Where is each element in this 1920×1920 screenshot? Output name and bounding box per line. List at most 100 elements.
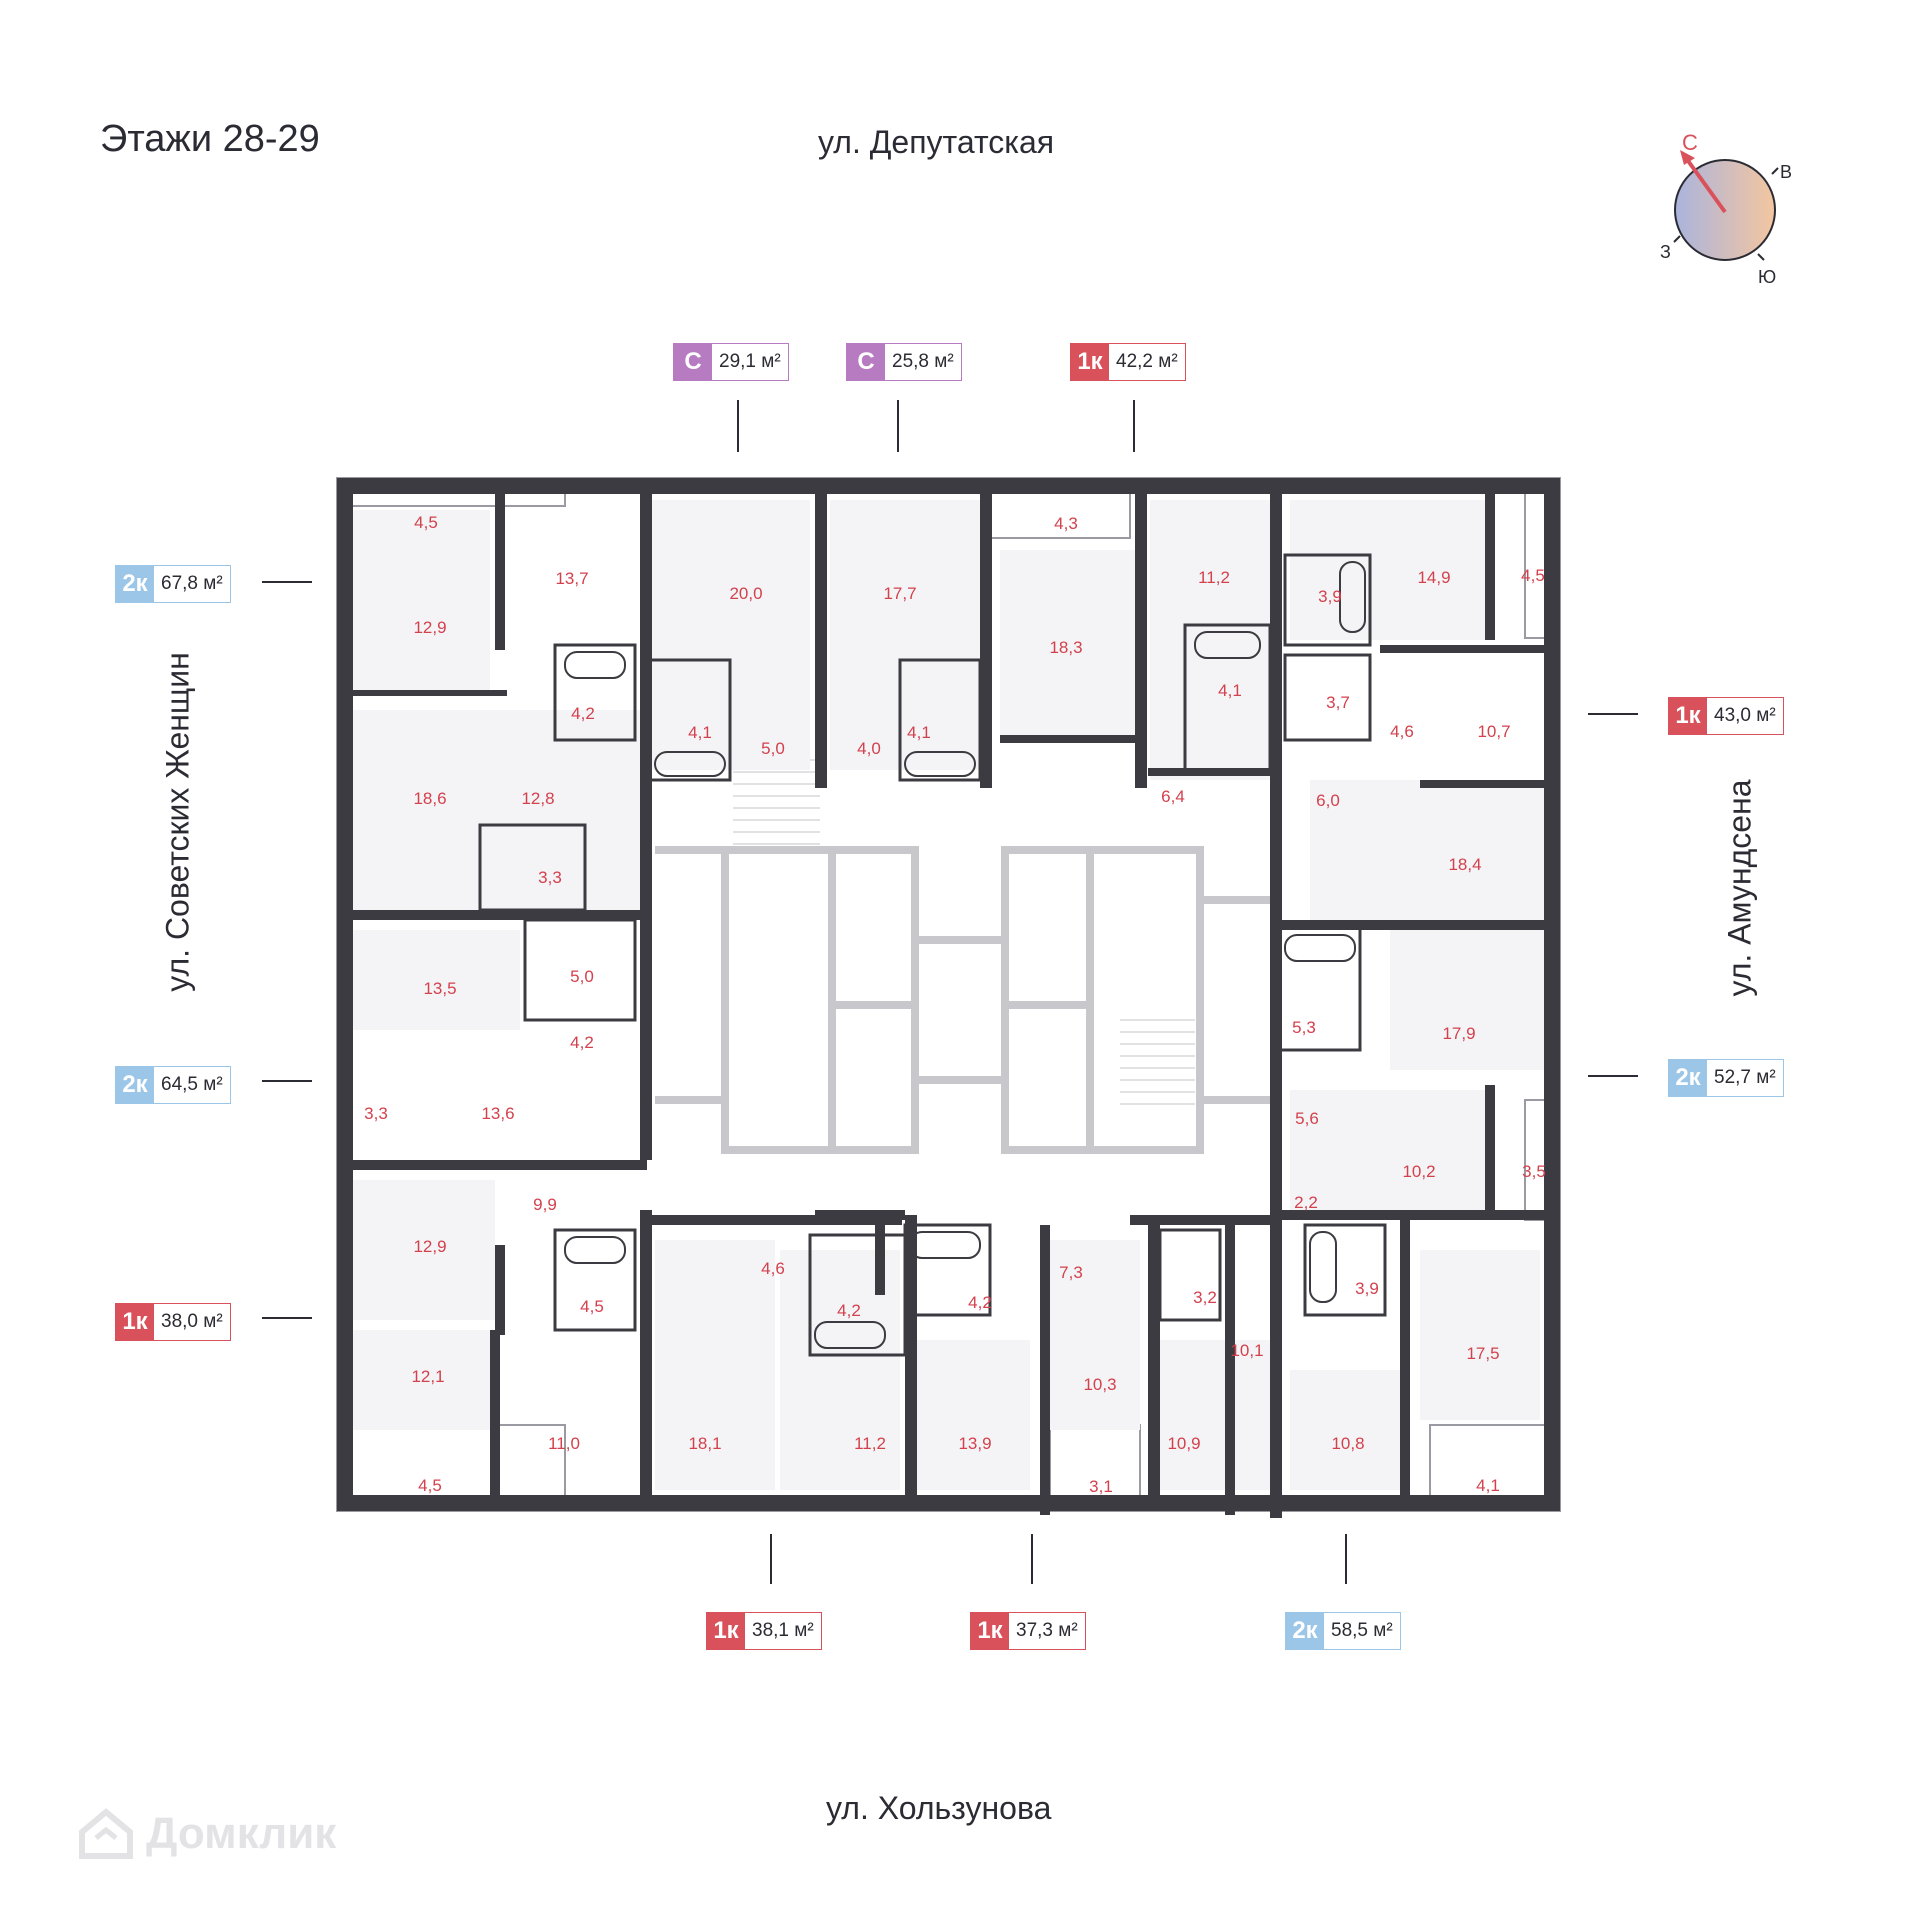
apartment-badge[interactable]: 1к 38,0 м² bbox=[115, 1303, 231, 1341]
compass-icon bbox=[1673, 150, 1779, 261]
compass-east: В bbox=[1780, 162, 1792, 182]
room-area-label: 13,9 bbox=[958, 1434, 991, 1453]
room-area-label: 3,3 bbox=[538, 868, 562, 887]
room-area-label: 17,9 bbox=[1442, 1024, 1475, 1043]
room-area-label: 4,5 bbox=[418, 1476, 442, 1495]
room-area-label: 13,6 bbox=[481, 1104, 514, 1123]
badge-leader-lines bbox=[262, 400, 1638, 1584]
room-area-label: 5,0 bbox=[570, 967, 594, 986]
apartment-type: С bbox=[674, 344, 712, 380]
apartment-area: 52,7 м² bbox=[1714, 1067, 1776, 1088]
room-area-label: 13,5 bbox=[423, 979, 456, 998]
room-area-label: 4,5 bbox=[580, 1297, 604, 1316]
home-icon bbox=[79, 1808, 133, 1859]
apartment-badge[interactable]: 1к 42,2 м² bbox=[1070, 343, 1186, 381]
room-area-label: 18,4 bbox=[1448, 855, 1481, 874]
room-area-label: 5,6 bbox=[1295, 1109, 1319, 1128]
apartment-area: 38,0 м² bbox=[161, 1311, 223, 1332]
room-area-label: 17,5 bbox=[1466, 1344, 1499, 1363]
room-area-label: 4,0 bbox=[857, 739, 881, 758]
room-area-label: 4,5 bbox=[414, 513, 438, 532]
room-area-label: 11,0 bbox=[548, 1434, 580, 1453]
room-area-label: 3,9 bbox=[1318, 587, 1342, 606]
apartment-type: 2к bbox=[116, 566, 154, 602]
bathtubs bbox=[564, 561, 1366, 1349]
room-area-label: 6,0 bbox=[1316, 791, 1340, 810]
room-area-label: 6,4 bbox=[1161, 787, 1185, 806]
apartment-area: 42,2 м² bbox=[1116, 351, 1178, 372]
apartment-area: 38,1 м² bbox=[752, 1620, 814, 1641]
apartment-type: 1к bbox=[116, 1304, 154, 1340]
room-area-label: 4,2 bbox=[571, 704, 595, 723]
room-area-label: 12,9 bbox=[413, 1237, 446, 1256]
room-area-label: 14,9 bbox=[1417, 568, 1450, 587]
room-area-label: 18,6 bbox=[413, 789, 446, 808]
building-core bbox=[655, 846, 1270, 1154]
room-area-label: 4,6 bbox=[761, 1259, 785, 1278]
watermark: Домклик bbox=[78, 1808, 336, 1860]
room-area-label: 18,1 bbox=[688, 1434, 721, 1453]
room-area-label: 3,3 bbox=[364, 1104, 388, 1123]
apartment-area: 29,1 м² bbox=[719, 351, 781, 372]
room-area-label: 3,1 bbox=[1089, 1477, 1113, 1496]
room-area-label: 4,2 bbox=[570, 1033, 594, 1052]
room-area-label: 11,2 bbox=[854, 1434, 886, 1453]
apartment-area: 58,5 м² bbox=[1331, 1620, 1393, 1641]
street-top-label: ул. Депутатская bbox=[818, 124, 1055, 160]
room-area-label: 4,1 bbox=[1476, 1476, 1500, 1495]
apartment-type: С bbox=[847, 344, 885, 380]
apartment-type: 1к bbox=[1071, 344, 1109, 380]
apartment-area: 64,5 м² bbox=[161, 1074, 223, 1095]
walls bbox=[337, 478, 1560, 1518]
watermark-text: Домклик bbox=[146, 1809, 337, 1858]
room-area-label: 4,1 bbox=[1218, 681, 1242, 700]
room-area-label: 4,2 bbox=[968, 1293, 992, 1312]
room-area-label: 9,9 bbox=[533, 1195, 557, 1214]
apartment-type: 1к bbox=[971, 1613, 1009, 1649]
room-area-label: 4,1 bbox=[907, 723, 931, 742]
apartment-type: 2к bbox=[1669, 1060, 1707, 1096]
apartment-area: 67,8 м² bbox=[161, 573, 223, 594]
room-area-label: 12,9 bbox=[413, 618, 446, 637]
room-area-label: 7,3 bbox=[1059, 1263, 1083, 1282]
apartment-type: 1к bbox=[1669, 698, 1707, 734]
room-area-label: 10,1 bbox=[1230, 1341, 1263, 1360]
room-area-label: 3,7 bbox=[1326, 693, 1350, 712]
room-area-label: 2,2 bbox=[1294, 1193, 1318, 1212]
room-area-label: 11,2 bbox=[1198, 568, 1230, 587]
floor-title: Этажи 28-29 bbox=[100, 118, 320, 160]
bathrooms bbox=[478, 553, 1387, 1357]
room-area-label: 4,5 bbox=[1521, 566, 1545, 585]
compass-west: З bbox=[1660, 242, 1671, 262]
room-area-label: 3,5 bbox=[1522, 1162, 1546, 1181]
room-area-label: 12,1 bbox=[411, 1367, 444, 1386]
room-area-label: 3,2 bbox=[1193, 1288, 1217, 1307]
room-area-label: 4,1 bbox=[688, 723, 712, 742]
apartment-badge[interactable]: 1к 37,3 м² bbox=[970, 1612, 1086, 1650]
stairs bbox=[733, 759, 1195, 1105]
room-area-label: 10,9 bbox=[1167, 1434, 1200, 1453]
apartment-badge[interactable]: 1к 43,0 м² bbox=[1668, 697, 1784, 735]
apartment-type: 1к bbox=[707, 1613, 745, 1649]
room-area-label: 17,7 bbox=[883, 584, 916, 603]
room-area-label: 4,6 bbox=[1390, 722, 1414, 741]
room-area-label: 10,3 bbox=[1083, 1375, 1116, 1394]
compass-north: С bbox=[1682, 130, 1698, 155]
apartment-badge[interactable]: С 29,1 м² bbox=[673, 343, 789, 381]
apartment-badge[interactable]: 2к 67,8 м² bbox=[115, 565, 231, 603]
apartment-badge[interactable]: 2к 52,7 м² bbox=[1668, 1059, 1784, 1097]
apartment-badge[interactable]: 1к 38,1 м² bbox=[706, 1612, 822, 1650]
room-area-label: 10,8 bbox=[1331, 1434, 1364, 1453]
apartment-area: 43,0 м² bbox=[1714, 705, 1776, 726]
room-area-label: 5,3 bbox=[1292, 1018, 1316, 1037]
room-area-label: 10,7 bbox=[1477, 722, 1510, 741]
room-area-label: 20,0 bbox=[729, 584, 762, 603]
compass-south: Ю bbox=[1758, 267, 1776, 287]
room-area-label: 3,9 bbox=[1355, 1279, 1379, 1298]
apartment-area: 37,3 м² bbox=[1016, 1620, 1078, 1641]
